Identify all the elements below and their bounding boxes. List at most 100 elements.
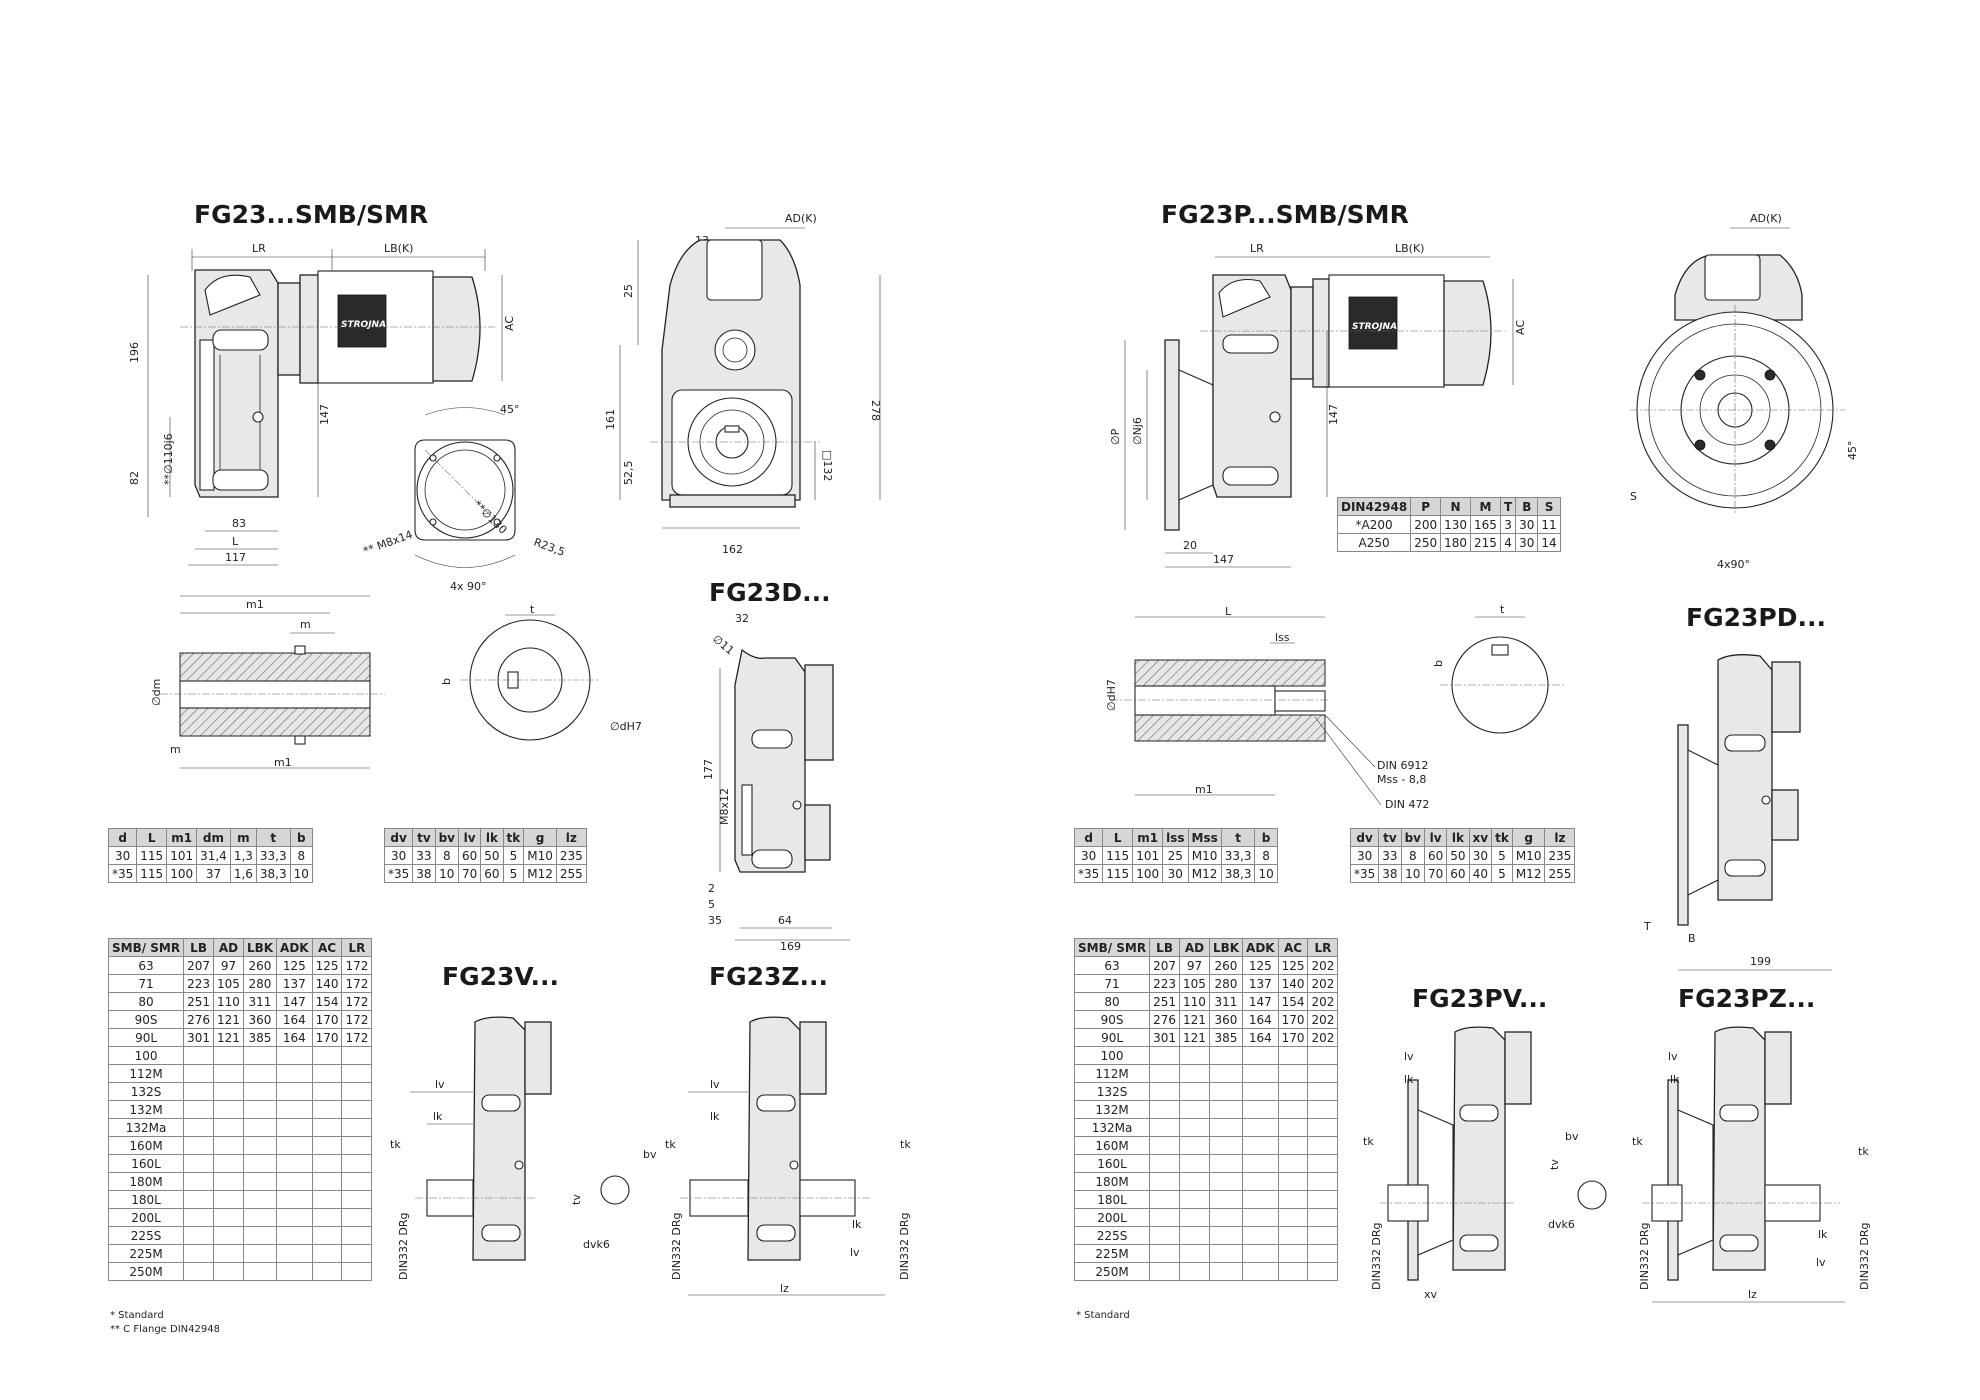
dim-lr: LR (252, 242, 266, 255)
output-left-header: tv (412, 828, 436, 847)
table-cell: 50 (1446, 846, 1470, 865)
title-fg23pv: FG23PV... (1412, 984, 1548, 1013)
dim-tk-z: tk (665, 1138, 676, 1151)
dim-110j6: **∅110j6 (162, 433, 175, 485)
table-cell (1208, 1208, 1244, 1227)
dim-4x90-p: 4x90° (1717, 558, 1750, 571)
table-cell (1149, 1136, 1181, 1155)
table-cell (242, 1118, 278, 1137)
table-cell: 180 (1440, 533, 1472, 552)
table-row: 160M (1073, 1136, 1339, 1155)
table-cell: 137 (1242, 974, 1279, 993)
table-cell: 105 (213, 974, 244, 993)
table-cell: 38,3 (255, 864, 291, 883)
dim-m-top: m (300, 618, 311, 631)
dim-lk-v: lk (433, 1110, 443, 1123)
table-cell (1208, 1046, 1244, 1065)
table-cell: 70 (457, 864, 482, 883)
dim-lk-pz: lk (1670, 1073, 1680, 1086)
motor-right-header: AC (1277, 938, 1309, 957)
drawing-hollow-shaft-left: m1 m ∅dm m m1 (150, 595, 385, 769)
table-cell: 170 (311, 1010, 343, 1029)
table-cell: 180L (1073, 1190, 1151, 1209)
title-fg23d: FG23D... (709, 578, 831, 607)
table-cell (1307, 1100, 1339, 1119)
dim-m1-bottom: m1 (274, 756, 292, 769)
table-cell: 110 (1179, 992, 1210, 1011)
table-row: 200L (107, 1208, 373, 1227)
table-cell: 147 (1242, 992, 1279, 1011)
table-cell (1149, 1118, 1181, 1137)
table-cell (1149, 1046, 1181, 1065)
dim-35: 35 (708, 914, 722, 927)
table-cell (276, 1046, 313, 1065)
table-cell: 202 (1307, 1028, 1339, 1047)
dim-lv-pv: lv (1404, 1050, 1414, 1063)
table-cell: 125 (1277, 956, 1309, 975)
dim-bv-v: bv (643, 1148, 657, 1161)
drawing-flange-detail: 45° **∅130 ** M8x14 R23,5 4x 90° (362, 403, 567, 593)
dim-p: ∅P (1109, 428, 1122, 445)
table-cell (276, 1244, 313, 1263)
dim-5: 5 (708, 898, 715, 911)
table-cell: 140 (1277, 974, 1309, 993)
table-row: 100 (107, 1046, 373, 1065)
table-cell: 71 (107, 974, 185, 993)
table-cell: 121 (213, 1028, 244, 1047)
table-cell: 97 (1179, 956, 1210, 975)
shaft-left-header: t (255, 828, 291, 847)
table-cell (1277, 1118, 1309, 1137)
table-cell: 97 (213, 956, 244, 975)
label-din472: DIN 472 (1385, 798, 1429, 811)
table-cell (1242, 1064, 1279, 1083)
table-cell: 255 (1544, 864, 1576, 883)
table-cell: 14 (1537, 533, 1561, 552)
table-cell: 60 (480, 864, 504, 883)
table-cell: 101 (1132, 846, 1164, 865)
output-left-header: lz (555, 828, 587, 847)
label-mss: Mss - 8,8 (1377, 773, 1426, 786)
table-cell (1149, 1082, 1181, 1101)
table-cell (183, 1172, 215, 1191)
table-cell: 276 (183, 1010, 215, 1029)
table-cell (1242, 1190, 1279, 1209)
dim-m8x12: M8x12 (718, 788, 731, 825)
drawing-fg23pd: T B 199 (1643, 654, 1832, 971)
table-cell: 202 (1307, 992, 1339, 1011)
table-cell: 125 (311, 956, 343, 975)
motor-right-header: ADK (1242, 938, 1279, 957)
table-cell (183, 1262, 215, 1281)
table-cell (242, 1154, 278, 1173)
table-cell: 251 (1149, 992, 1181, 1011)
table-cell (1208, 1226, 1244, 1245)
dim-s: S (1630, 490, 1637, 503)
table-row: 180L (107, 1190, 373, 1209)
table-cell: 1,6 (229, 864, 257, 883)
table-cell: 225M (1073, 1244, 1151, 1263)
table-cell: 132S (107, 1082, 185, 1101)
dim-25: 25 (622, 284, 635, 298)
drawing-fg23d: 32 ∅11 177 M8x12 2 5 35 64 169 (702, 612, 850, 953)
table-cell (1277, 1190, 1309, 1209)
table-cell (1242, 1118, 1279, 1137)
table-cell: 132M (1073, 1100, 1151, 1119)
dim-tv-pv: tv (1548, 1159, 1561, 1170)
table-cell (1307, 1082, 1339, 1101)
dim-tk-pv: tk (1363, 1135, 1374, 1148)
dim-lk-pv: lk (1404, 1073, 1414, 1086)
table-cell (341, 1208, 373, 1227)
dim-t-right: t (1500, 603, 1505, 616)
table-cell (276, 1262, 313, 1281)
table-cell: 360 (242, 1010, 278, 1029)
table-row: 225S (107, 1226, 373, 1245)
table-cell (341, 1100, 373, 1119)
table-cell: 33,3 (1220, 846, 1256, 865)
label-din6912: DIN 6912 (1377, 759, 1428, 772)
table-cell (1149, 1244, 1181, 1263)
table-cell: 260 (1208, 956, 1244, 975)
